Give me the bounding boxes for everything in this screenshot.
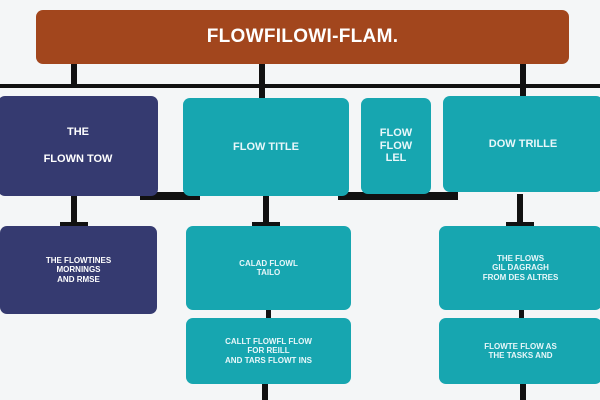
node-label: FLOWN TOW: [43, 153, 113, 165]
connector-line: [506, 222, 534, 228]
connector-line: [259, 60, 265, 100]
node-label: FLOWTE FLOW AS: [484, 341, 557, 351]
connector-line: [517, 194, 523, 224]
connector-line: [60, 222, 88, 228]
node-label: MORNINGS: [56, 265, 101, 275]
node-label: AND RMSE: [57, 274, 100, 284]
flow-node: THE FLOWTINES MORNINGS AND RMSE: [0, 226, 157, 314]
title-text: FLOWFILOWI-FLAM.: [206, 26, 399, 48]
node-label: FLOW: [379, 139, 413, 152]
node-label: DOW TRILLE: [488, 137, 558, 150]
connector-line: [520, 380, 526, 400]
connector-line: [140, 192, 200, 200]
connector-line: [519, 304, 524, 322]
node-label: FLOW: [379, 127, 413, 140]
node-label: FROM DES ALTRES: [482, 272, 559, 282]
flow-node: FLOW TITLE: [183, 98, 349, 196]
node-label: FOR REILL: [247, 346, 290, 356]
connector-line: [252, 222, 280, 228]
node-label: THE: [67, 126, 89, 139]
node-label: THE FLOWTINES: [45, 256, 112, 266]
connector-line: [0, 84, 600, 88]
node-label: TAILO: [256, 268, 281, 277]
node-label: THE FLOWS: [496, 254, 545, 264]
node-label: GIL DAGRAGH: [492, 263, 549, 273]
flow-node: DOW TRILLE: [443, 96, 600, 192]
flow-node: THE FLOWS GIL DAGRAGH FROM DES ALTRES: [439, 226, 600, 310]
flow-node: FLOW FLOW LEL: [361, 98, 431, 194]
connector-line: [520, 60, 526, 96]
connector-line: [266, 306, 271, 324]
connector-line: [338, 192, 458, 200]
node-label: LEL: [385, 152, 407, 165]
connector-line: [71, 196, 77, 224]
node-label: FLOW TITLE: [233, 140, 299, 153]
connector-line: [262, 380, 268, 400]
title-box: FLOWFILOWI-FLAM.: [36, 10, 569, 64]
flow-node: CALLT FLOWFL FLOW FOR REILL AND TARS FLO…: [186, 318, 351, 384]
node-label: THE TASKS AND: [488, 351, 553, 360]
flow-node: THE FLOWN TOW: [0, 96, 158, 196]
node-label: CALAD FLOWL: [239, 258, 298, 268]
flow-node: FLOWTE FLOW AS THE TASKS AND: [439, 318, 600, 384]
flow-node: CALAD FLOWL TAILO: [186, 226, 351, 310]
connector-line: [263, 196, 269, 224]
connector-line: [71, 60, 77, 86]
node-label: CALLT FLOWFL FLOW: [225, 337, 312, 347]
node-label: AND TARS FLOWT INS: [225, 355, 312, 365]
